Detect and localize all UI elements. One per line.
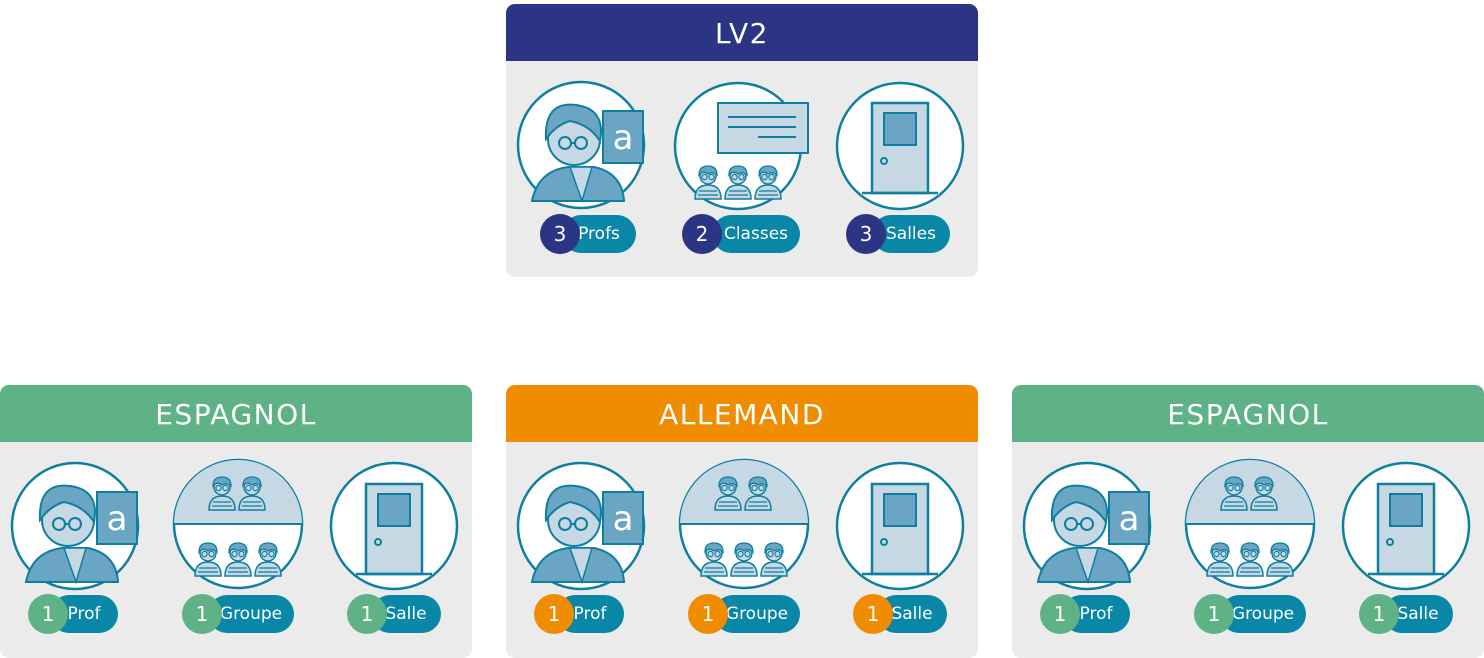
svg-text:a: a: [1119, 499, 1140, 539]
salle-badge: Salle 1: [853, 594, 947, 634]
card-items: a Prof 1: [506, 442, 978, 658]
profs-count: 3: [540, 214, 580, 254]
door-icon: [1341, 461, 1471, 591]
salle-item: Salle 1: [1338, 442, 1484, 658]
salle-count: 1: [347, 594, 387, 634]
svg-text:a: a: [613, 118, 634, 158]
prof-badge: Prof 1: [28, 594, 118, 634]
teacher-icon: a: [1022, 461, 1152, 591]
door-icon: [835, 461, 965, 591]
groupe-label: Groupe: [208, 595, 294, 633]
salles-item: Salles 3: [832, 61, 978, 277]
group-icon: [1184, 458, 1316, 590]
teacher-icon: a: [10, 461, 140, 591]
groupe-label: Groupe: [714, 595, 800, 633]
salle-count: 1: [1359, 594, 1399, 634]
card-title: ESPAGNOL: [0, 385, 472, 442]
card-title: ALLEMAND: [506, 385, 978, 442]
classes-count: 2: [682, 214, 722, 254]
groupe-badge: Groupe 1: [688, 594, 800, 634]
prof-count: 1: [28, 594, 68, 634]
class-icon: [673, 81, 809, 211]
groupe-item: Groupe 1: [674, 442, 834, 658]
espagnol-card-2: ESPAGNOL a Prof 1: [1012, 385, 1484, 658]
classes-label: Classes: [712, 215, 800, 253]
salles-count: 3: [846, 214, 886, 254]
prof-item: a Prof 1: [1016, 442, 1176, 658]
svg-text:a: a: [107, 499, 128, 539]
groupe-count: 1: [1194, 594, 1234, 634]
profs-item: a Profs 3: [510, 61, 670, 277]
prof-badge: Prof 1: [534, 594, 624, 634]
prof-badge: Prof 1: [1040, 594, 1130, 634]
classes-item: Classes 2: [668, 61, 828, 277]
prof-count: 1: [534, 594, 574, 634]
prof-item: a Prof 1: [4, 442, 164, 658]
groupe-count: 1: [688, 594, 728, 634]
salle-item: Salle 1: [326, 442, 472, 658]
salle-label: Salle: [371, 595, 441, 633]
salle-count: 1: [853, 594, 893, 634]
salle-badge: Salle 1: [1359, 594, 1453, 634]
salle-item: Salle 1: [832, 442, 978, 658]
prof-count: 1: [1040, 594, 1080, 634]
teacher-icon: a: [516, 461, 646, 591]
card-items: a Prof 1: [1012, 442, 1484, 658]
door-icon: [329, 461, 459, 591]
groupe-label: Groupe: [1220, 595, 1306, 633]
lv2-card: LV2 a Profs 3: [506, 4, 978, 277]
svg-text:a: a: [613, 499, 634, 539]
profs-badge: Profs 3: [540, 214, 636, 254]
salles-badge: Salles 3: [846, 214, 950, 254]
teacher-icon: a: [516, 80, 646, 210]
groupe-item: Groupe 1: [168, 442, 328, 658]
groupe-item: Groupe 1: [1180, 442, 1340, 658]
group-icon: [172, 458, 304, 590]
group-icon: [678, 458, 810, 590]
groupe-badge: Groupe 1: [182, 594, 294, 634]
prof-item: a Prof 1: [510, 442, 670, 658]
allemand-card: ALLEMAND a Prof 1: [506, 385, 978, 658]
card-items: a Prof 1: [0, 442, 472, 658]
salle-badge: Salle 1: [347, 594, 441, 634]
groupe-badge: Groupe 1: [1194, 594, 1306, 634]
card-items: a Profs 3: [506, 61, 978, 277]
card-title: ESPAGNOL: [1012, 385, 1484, 442]
groupe-count: 1: [182, 594, 222, 634]
door-icon: [835, 81, 965, 211]
espagnol-card-1: ESPAGNOL a Prof 1: [0, 385, 472, 658]
card-title: LV2: [506, 4, 978, 61]
classes-badge: Classes 2: [682, 214, 800, 254]
